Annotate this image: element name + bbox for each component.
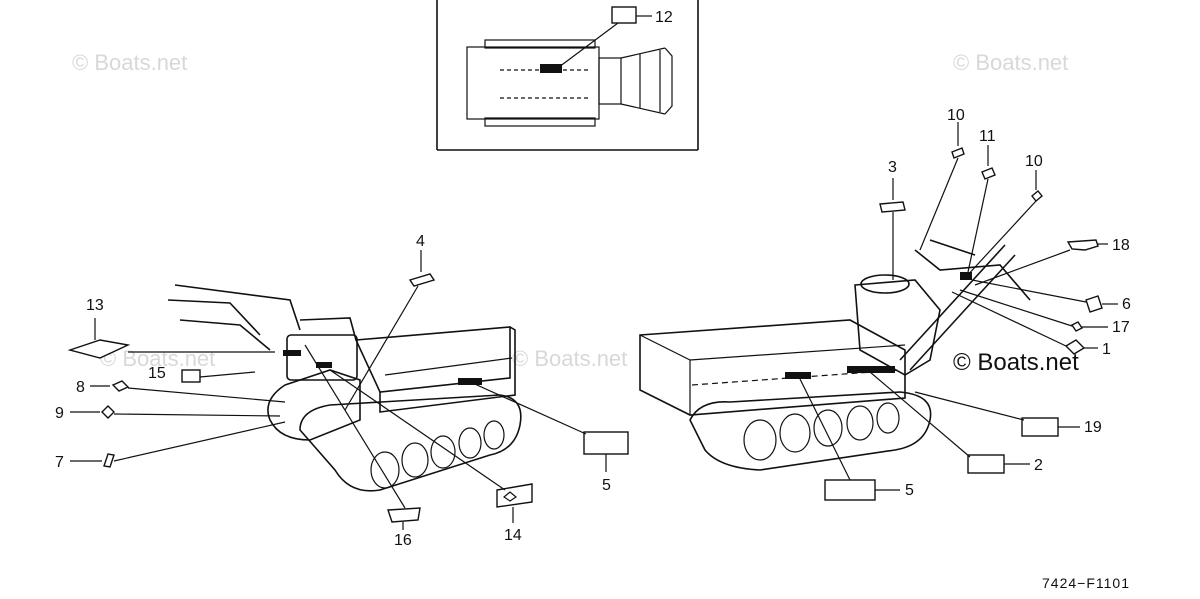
inset-top-view <box>436 0 699 151</box>
callout-6: 6 <box>1122 296 1131 313</box>
callout-14: 14 <box>504 527 522 544</box>
callout-10-top: 10 <box>947 107 965 124</box>
decal-13 <box>67 339 131 359</box>
watermark-top-right: © Boats.net <box>953 50 1068 75</box>
decal-2 <box>967 454 1005 474</box>
decal-6 <box>1085 295 1103 313</box>
callout-3: 3 <box>888 159 897 176</box>
decal-18 <box>1066 239 1099 251</box>
decal-8 <box>111 380 130 392</box>
callout-11: 11 <box>979 128 996 145</box>
decal-9 <box>101 405 115 419</box>
callout-7: 7 <box>55 454 64 471</box>
right-vehicle <box>639 239 1031 471</box>
decal-7 <box>103 453 115 468</box>
watermark-top-left: © Boats.net <box>72 50 187 75</box>
callout-12: 12 <box>655 9 673 26</box>
decal-12 <box>611 6 637 24</box>
decal-19 <box>1021 417 1059 437</box>
callout-1: 1 <box>1102 341 1111 358</box>
callout-13: 13 <box>86 297 104 314</box>
figure-code: 7424−F1101 <box>1042 575 1130 591</box>
decal-17 <box>1070 321 1084 332</box>
callout-15: 15 <box>148 365 166 382</box>
decal-4 <box>408 273 436 287</box>
decal-3 <box>879 201 906 213</box>
callout-18: 18 <box>1112 237 1130 254</box>
callout-4: 4 <box>416 233 425 250</box>
callout-10-second: 10 <box>1025 153 1043 170</box>
decal-16 <box>387 507 421 523</box>
callout-5-left: 5 <box>602 477 611 494</box>
callout-16: 16 <box>394 532 412 549</box>
callout-5-right: 5 <box>905 482 914 499</box>
callout-8: 8 <box>76 379 85 396</box>
callout-19: 19 <box>1084 419 1102 436</box>
callout-9: 9 <box>55 405 64 422</box>
watermark-right-dark: © Boats.net <box>953 349 1079 376</box>
decal-10-second <box>1031 190 1043 202</box>
decal-11 <box>981 167 996 180</box>
decal-5-left <box>583 431 629 455</box>
callout-17: 17 <box>1112 319 1130 336</box>
callout-2: 2 <box>1034 457 1043 474</box>
left-vehicle <box>167 284 522 492</box>
decal-15 <box>181 369 201 383</box>
decal-5-right <box>824 479 876 501</box>
watermark-center: © Boats.net <box>512 346 627 371</box>
decal-10-top <box>951 147 965 159</box>
watermark-mid-left: © Boats.net <box>100 346 215 371</box>
